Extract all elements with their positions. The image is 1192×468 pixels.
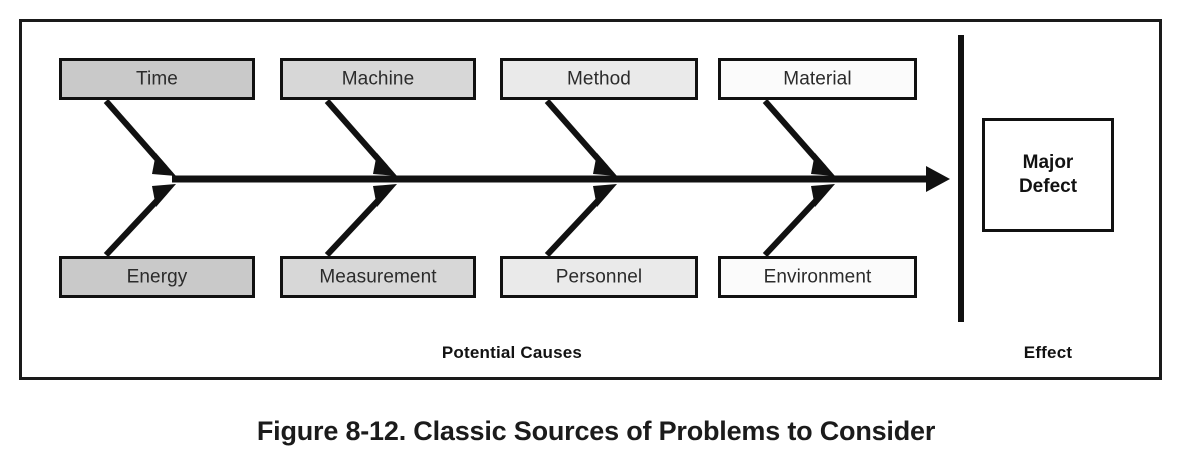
cause-label: Machine: [341, 68, 415, 89]
causes-effect-divider: [958, 35, 964, 322]
cause-box-measurement[interactable]: Measurement: [280, 256, 476, 298]
cause-label: Energy: [126, 266, 188, 287]
cause-label: Environment: [763, 266, 872, 287]
effect-label-line1: Major: [1022, 151, 1074, 173]
cause-label: Material: [783, 68, 852, 89]
section-label-effect: Effect: [1023, 343, 1073, 362]
effect-label-line2: Defect: [1018, 176, 1078, 197]
cause-box-machine[interactable]: Machine: [280, 58, 476, 100]
cause-box-method[interactable]: Method: [500, 58, 698, 100]
cause-box-personnel[interactable]: Personnel: [500, 256, 698, 298]
cause-box-time[interactable]: Time: [59, 58, 255, 100]
cause-label: Personnel: [555, 266, 643, 287]
cause-label: Time: [136, 68, 178, 89]
cause-box-material[interactable]: Material: [718, 58, 917, 100]
cause-label: Method: [567, 68, 631, 89]
cause-box-energy[interactable]: Energy: [59, 256, 255, 298]
figure-caption: Figure 8-12. Classic Sources of Problems…: [256, 416, 936, 446]
section-label-potential-causes: Potential Causes: [441, 343, 583, 362]
cause-label: Measurement: [319, 266, 437, 287]
effect-box-major-defect[interactable]: Major Defect: [982, 118, 1114, 232]
cause-box-environment[interactable]: Environment: [718, 256, 917, 298]
